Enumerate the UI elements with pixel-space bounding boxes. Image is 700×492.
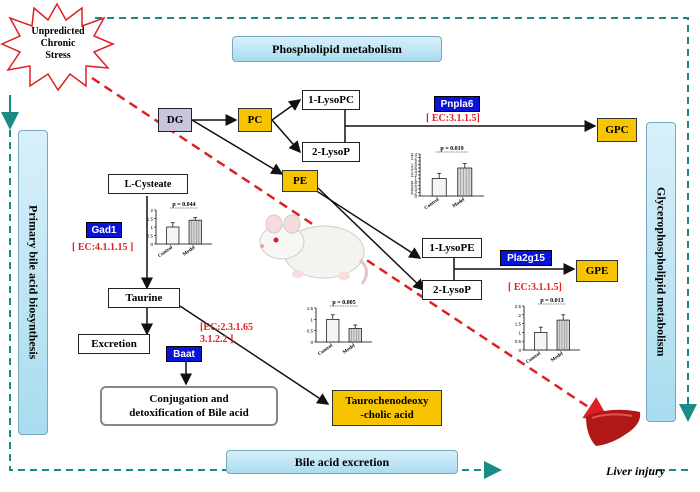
banner-phospholipid: Phospholipid metabolism	[232, 36, 442, 62]
mouse-image	[259, 214, 368, 285]
y-tick-label: 0.5	[515, 339, 522, 344]
bar-model	[556, 319, 570, 351]
frame-top	[95, 17, 697, 422]
pvalue-label: p = 0.019	[440, 146, 463, 152]
node-pc: PC	[238, 108, 272, 132]
liver-icon	[586, 409, 641, 446]
node-1-lysopc: 1-LysoPC	[302, 90, 360, 110]
stress-burst	[0, 2, 115, 92]
y-tick-label: 0.2	[411, 191, 418, 196]
y-tick-label: 0	[310, 340, 313, 345]
enzyme-gad1: Gad1	[86, 222, 122, 238]
y-tick-label: 0.8	[411, 180, 418, 185]
y-tick-label: 1.6	[411, 166, 418, 171]
y-tick-label: 1	[414, 177, 417, 182]
ec-pla2g15: [ EC:3.1.1.5]	[508, 282, 562, 293]
bar-control	[534, 332, 548, 351]
node-1-lysope: 1-LysoPE	[422, 238, 482, 258]
pvalue-label: p = 0.013	[540, 298, 563, 304]
category-label: Control	[157, 245, 174, 259]
bar-control	[326, 318, 340, 343]
category-label: Model	[182, 245, 197, 257]
banner-bile-excretion: Bile acid excretion	[226, 450, 458, 474]
node-taurochenodeoxycholic: Taurochenodeoxy -cholic acid	[332, 390, 442, 426]
y-tick-label: 1.4	[411, 170, 418, 175]
enzyme-baat: Baat	[166, 346, 202, 362]
liver-label: Liver injury	[606, 464, 665, 478]
y-tick-label: 2.4	[411, 152, 418, 157]
y-tick-label: 0	[414, 194, 417, 199]
node-2-lysop-a: 2-LysoP	[302, 142, 360, 162]
node-taurine: Taurine	[108, 288, 180, 308]
node-gpe: GPE	[576, 260, 618, 282]
y-tick-label: 0.5	[307, 329, 314, 334]
y-tick-label: 0.4	[411, 187, 418, 192]
category-label: Control	[424, 197, 441, 211]
y-tick-label: 2.2	[411, 156, 418, 161]
bar-model	[188, 219, 202, 245]
y-tick-label: 1	[150, 225, 153, 230]
y-tick-label: 2	[518, 313, 521, 318]
category-label: Control	[317, 343, 334, 357]
y-tick-label: 0	[518, 348, 521, 353]
bar-model	[348, 328, 362, 343]
bar-control	[166, 226, 180, 245]
pvalue-label: p = 0.044	[172, 202, 195, 208]
bar-control	[431, 178, 447, 197]
node-l-cysteate: L-Cysteate	[108, 174, 188, 194]
category-label: Model	[342, 343, 357, 355]
ec-gad1: [ EC:4.1.1.15 ]	[72, 242, 134, 253]
stress-to-liver-arrow	[91, 76, 611, 422]
node-gpc: GPC	[597, 118, 637, 142]
enzyme-pnpla6: Pnpla6	[434, 96, 480, 112]
stress-label: Unpredicted Chronic Stress	[31, 26, 85, 61]
pvalue-label: p = 0.005	[332, 300, 355, 306]
category-label: Model	[550, 351, 565, 363]
y-tick-label: 1	[310, 317, 313, 322]
node-pe: PE	[282, 170, 318, 192]
y-tick-label: 2.5	[515, 304, 522, 309]
node-dg: DG	[158, 108, 192, 132]
category-label: Control	[525, 351, 542, 365]
category-label: Model	[452, 197, 467, 209]
node-excretion: Excretion	[78, 334, 150, 354]
node-conjugation: Conjugation and detoxification of Bile a…	[100, 386, 278, 426]
y-tick-label: 2	[414, 159, 417, 164]
ec-pnpla6: [ EC:3.1.1.5]	[426, 113, 480, 124]
y-tick-label: 2	[150, 208, 153, 213]
banner-glycerophospholipid: Glycerophospholipid metabolism	[646, 122, 676, 422]
node-2-lysop-b: 2-LysoP	[422, 280, 482, 300]
ec-baat: [EC:2.3.1.65 3.1.2.2 ]	[200, 322, 254, 345]
y-tick-label: 0	[150, 242, 153, 247]
y-tick-label: 1	[518, 330, 521, 335]
y-tick-label: 1.5	[515, 322, 522, 327]
y-tick-label: 1.8	[411, 163, 418, 168]
y-tick-label: 0.5	[147, 234, 154, 239]
mini-chart-svg: p = 0.019 00.20.40.60.811.21.41.61.822.22…	[411, 146, 484, 211]
y-tick-label: 1.5	[307, 306, 314, 311]
y-tick-label: 0.6	[411, 184, 418, 189]
banner-primary-bile: Primary bile acid biosynthesis	[18, 130, 48, 435]
y-tick-label: 1.5	[147, 217, 154, 222]
bar-model	[457, 167, 473, 197]
enzyme-pla2g15: Pla2g15	[500, 250, 552, 266]
y-tick-label: 1.2	[411, 173, 418, 178]
